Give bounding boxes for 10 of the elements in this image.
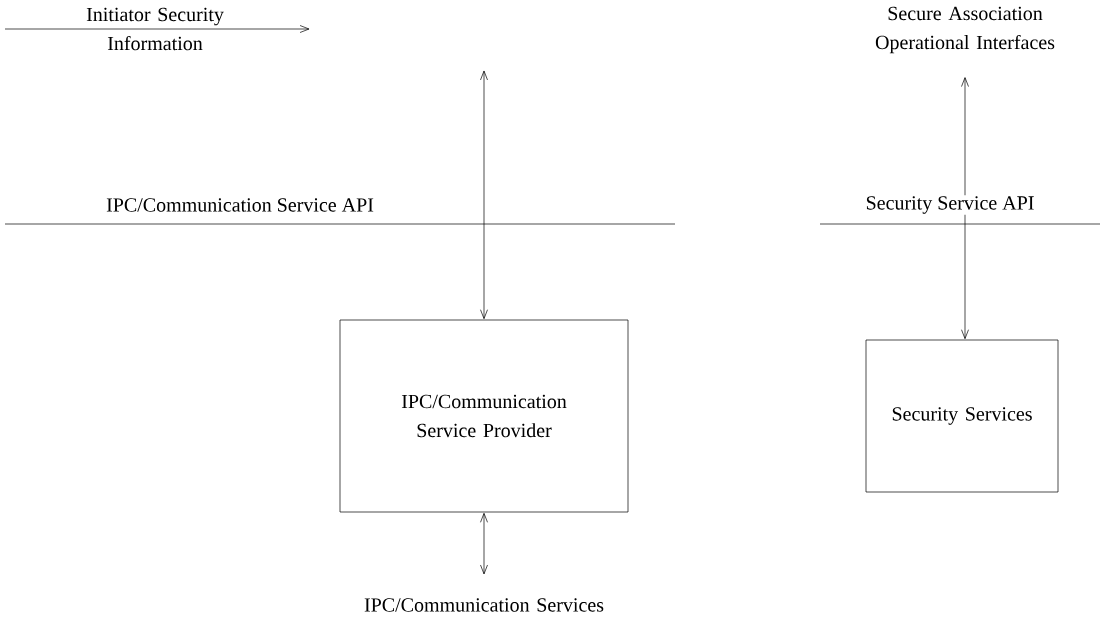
text-label: Security Service API xyxy=(864,195,1036,215)
process-box: Security Services xyxy=(865,339,1059,493)
arrow xyxy=(480,512,488,575)
text-label: IPC/Communication Service API xyxy=(105,197,375,213)
text-label: IPC/Communication Services xyxy=(364,598,604,612)
arrow xyxy=(480,70,488,320)
text-label: Initiator Security Information xyxy=(86,7,224,51)
process-box: IPC/Communication Service Provider xyxy=(339,319,629,513)
arrow xyxy=(961,77,969,340)
text-label: Secure Association Operational Interfaces xyxy=(875,6,1055,54)
